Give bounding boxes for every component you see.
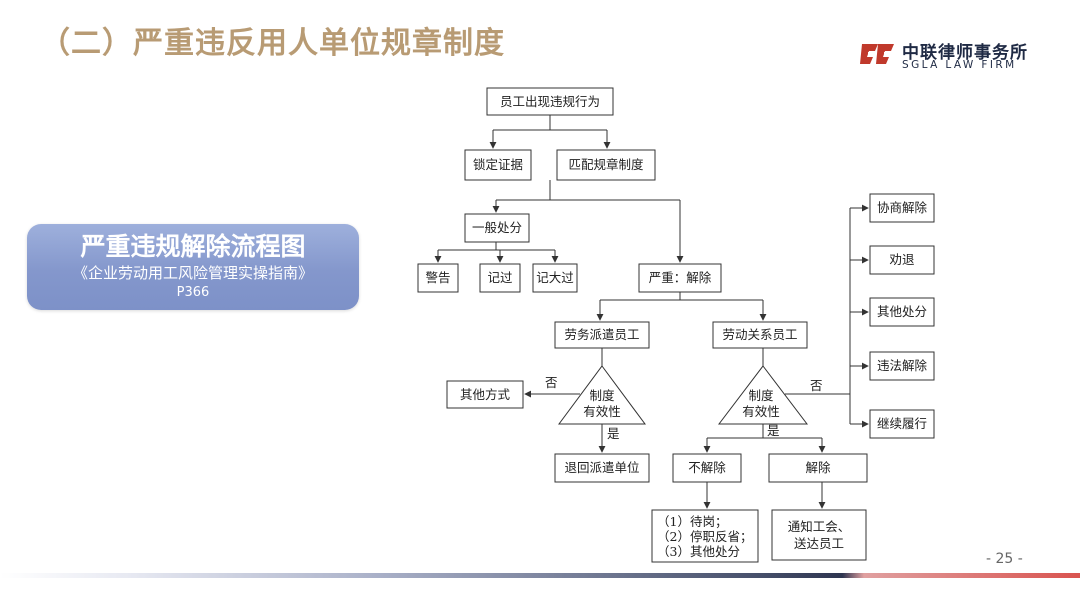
flow-node-dismiss: 解除 (768, 453, 868, 483)
firm-logo: 中联律师事务所 SGLA LAW FIRM (860, 38, 1060, 74)
flow-node-major-demerit: 记大过 (532, 263, 578, 293)
node-label: 锁定证据 (473, 157, 523, 172)
edge-label-no-labor: 否 (810, 378, 823, 393)
flow-node-notify-union: 通知工会、 送达员工 (771, 509, 867, 561)
node-label: （3）其他处分 (657, 544, 740, 559)
node-label: 员工出现违规行为 (500, 94, 600, 109)
node-label: 有效性 (742, 404, 780, 419)
flow-node-lock-evidence: 锁定证据 (464, 149, 532, 181)
flow-node-severe-dismissal: 严重：解除 (638, 263, 722, 293)
card-page: P366 (176, 285, 210, 300)
node-label: 制度 (748, 388, 774, 403)
flow-connectors (434, 115, 869, 509)
page-number: - 25 - (986, 551, 1023, 567)
flow-node-labor-employee: 劳动关系员工 (712, 321, 808, 349)
flow-node-persuade: 劝退 (869, 245, 935, 275)
node-label: 警告 (425, 270, 450, 285)
firm-name-cn: 中联律师事务所 (902, 43, 1028, 63)
edge-label-yes-labor: 是 (767, 423, 780, 438)
node-label: 匹配规章制度 (568, 157, 644, 172)
node-label: 有效性 (583, 404, 621, 419)
flow-node-start: 员工出现违规行为 (486, 87, 614, 116)
flow-node-negotiate: 协商解除 (869, 193, 935, 223)
node-label: （2）停职反省； (657, 529, 752, 544)
flow-decision-validity-dispatch: 制度 有效性 (558, 365, 646, 425)
node-label: 其他处分 (877, 304, 927, 319)
edge-label-yes-dispatch: 是 (607, 426, 620, 441)
flow-node-not-dismiss-options: （1）待岗； （2）停职反省； （3）其他处分 (651, 509, 759, 563)
flow-node-not-dismiss: 不解除 (672, 453, 742, 483)
card-title: 严重违规解除流程图 (80, 232, 306, 261)
node-label: （1）待岗； (657, 514, 727, 529)
flow-node-other-method: 其他方式 (446, 380, 524, 409)
node-label: 其他方式 (460, 387, 511, 402)
flow-node-demerit: 记过 (479, 263, 521, 293)
flowchart-label-card: 严重违规解除流程图 《企业劳动用工风险管理实操指南》 P366 (27, 224, 359, 310)
node-label: 劳务派遣员工 (564, 327, 639, 342)
firm-name-en: SGLA LAW FIRM (902, 59, 1017, 71)
node-label: 一般处分 (472, 220, 522, 235)
node-label: 严重：解除 (649, 270, 712, 285)
node-label: 劳动关系员工 (722, 327, 797, 342)
node-label: 违法解除 (877, 358, 928, 373)
flow-node-match-rules: 匹配规章制度 (556, 149, 656, 181)
node-label: 退回派遣单位 (564, 460, 639, 475)
node-label: 制度 (589, 388, 615, 403)
flow-decision-validity-labor: 制度 有效性 (717, 365, 809, 425)
flow-node-dispatch-employee: 劳务派遣员工 (554, 321, 650, 349)
flow-node-continue: 继续履行 (869, 409, 935, 439)
flow-node-illegal-dismiss: 违法解除 (869, 351, 935, 381)
flow-node-other-punish: 其他处分 (869, 297, 935, 327)
dismissal-flowchart: 员工出现违规行为 锁定证据 匹配规章制度 一般处分 警告 记过 记大过 严重：解… (417, 87, 935, 563)
flow-node-return-unit: 退回派遣单位 (554, 453, 650, 483)
node-label: 记大过 (536, 270, 574, 285)
flow-node-general-punishment: 一般处分 (464, 213, 530, 243)
node-label: 不解除 (688, 460, 726, 475)
flow-node-warning: 警告 (417, 263, 459, 293)
node-label: 劝退 (889, 252, 915, 267)
node-label: 送达员工 (794, 536, 844, 551)
card-source: 《企业劳动用工风险管理实操指南》 (72, 264, 313, 282)
page-title: （二）严重违反用人单位规章制度 (40, 26, 505, 61)
node-label: 解除 (805, 460, 831, 475)
footer-gradient-bar (0, 573, 1080, 578)
node-label: 记过 (487, 270, 513, 285)
node-label: 协商解除 (877, 200, 928, 215)
node-label: 通知工会、 (788, 519, 851, 534)
sgla-logo-icon (860, 44, 894, 64)
node-label: 继续履行 (877, 416, 927, 431)
edge-label-no-dispatch: 否 (545, 375, 558, 390)
